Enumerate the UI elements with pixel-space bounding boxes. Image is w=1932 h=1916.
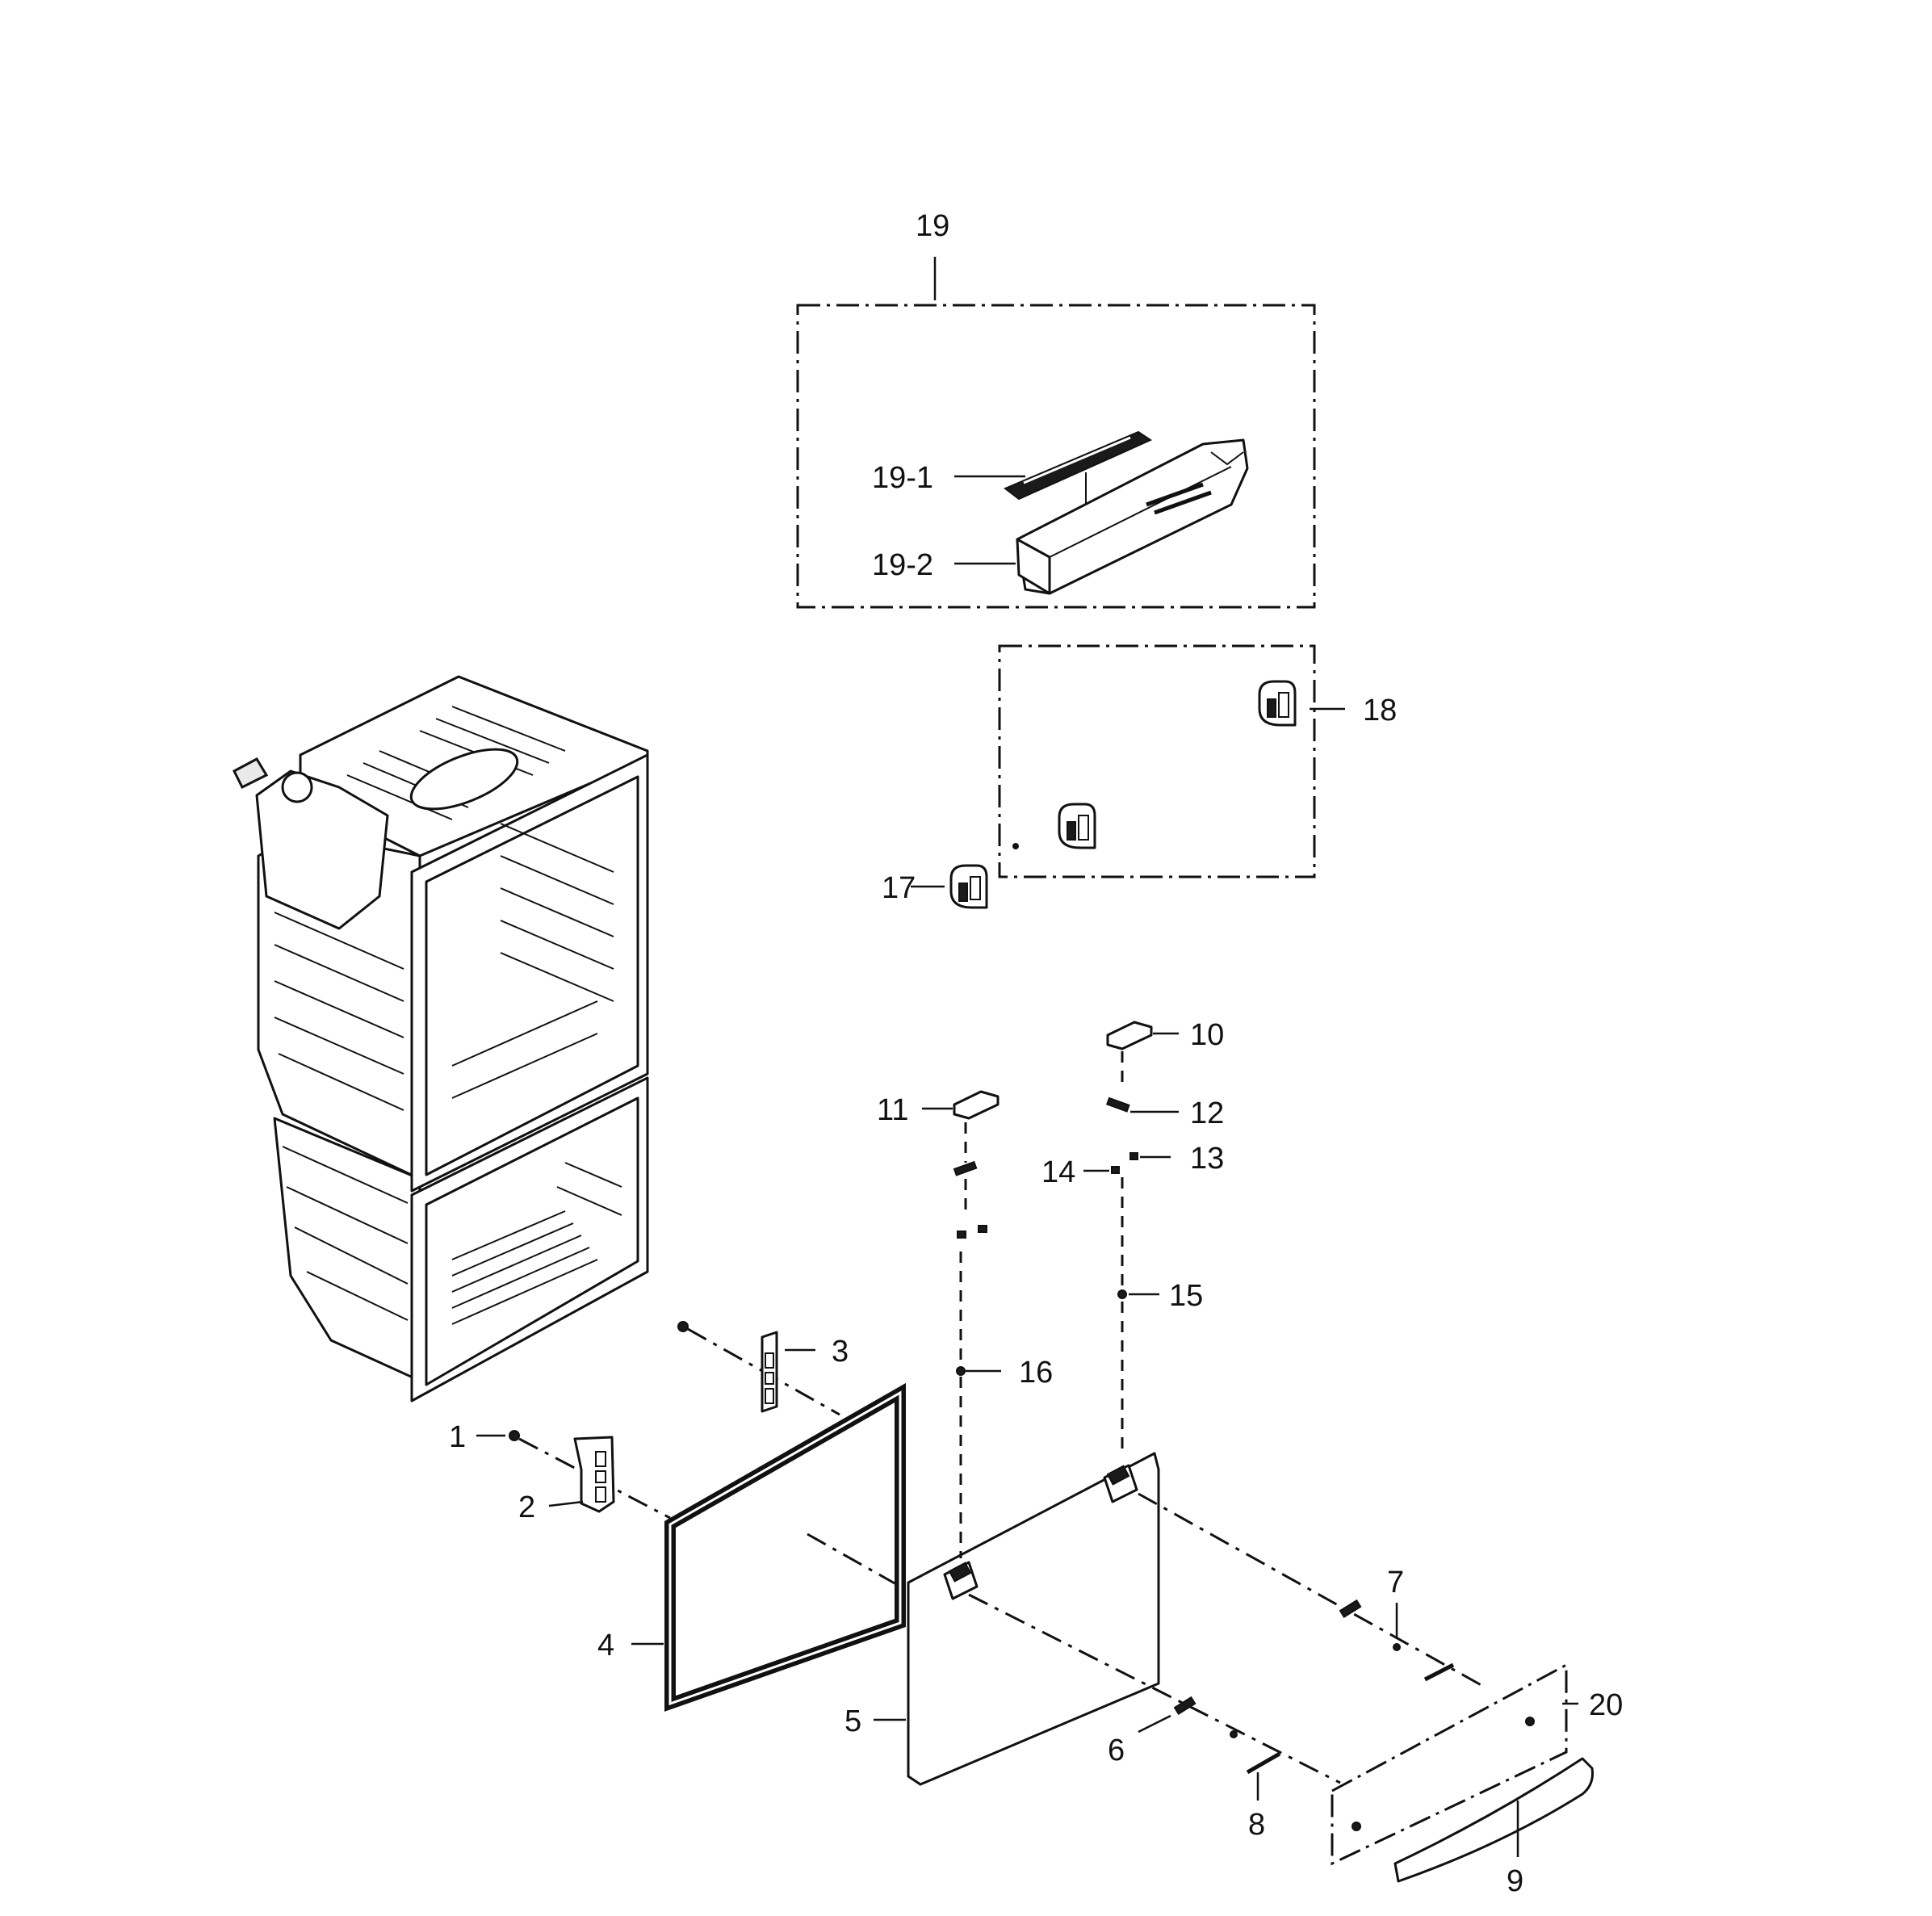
label-15: 15 xyxy=(1169,1279,1203,1313)
label-5: 5 xyxy=(844,1704,861,1738)
label-7: 7 xyxy=(1387,1566,1404,1599)
label-4: 4 xyxy=(597,1629,614,1662)
part-18-hinge-upper xyxy=(1258,680,1297,727)
assembly-18-box xyxy=(998,644,1316,878)
part-3-screw xyxy=(677,1321,689,1332)
label-13: 13 xyxy=(1190,1142,1224,1176)
part-2-hinge-bracket xyxy=(573,1436,615,1513)
label-9: 9 xyxy=(1507,1864,1523,1898)
label-12: 12 xyxy=(1190,1096,1224,1130)
label-2: 2 xyxy=(518,1490,535,1524)
label-16: 16 xyxy=(1019,1356,1053,1390)
part-10-cap xyxy=(1106,1021,1153,1050)
label-1: 1 xyxy=(449,1420,466,1454)
label-6: 6 xyxy=(1108,1734,1125,1767)
part-4-door-gasket xyxy=(664,1382,906,1712)
part-1-screw xyxy=(509,1430,520,1441)
part-19-1-cover xyxy=(1004,430,1153,533)
label-17: 17 xyxy=(882,871,916,905)
label-10: 10 xyxy=(1190,1018,1224,1052)
part-19-2-tray xyxy=(1016,438,1249,595)
part-18-hinge-lower xyxy=(1058,803,1096,849)
part-16-washer xyxy=(956,1366,966,1376)
part-20-handle-assembly-box xyxy=(1331,1662,1568,1866)
part-5-freezer-door xyxy=(907,1452,1160,1786)
part-15-washer xyxy=(1117,1289,1127,1299)
part-7-pin xyxy=(1339,1599,1362,1619)
label-3: 3 xyxy=(832,1335,849,1369)
part-3-hinge-bracket xyxy=(761,1331,778,1413)
part-14-washer xyxy=(1111,1166,1120,1174)
label-19-1: 19-1 xyxy=(872,461,933,495)
refrigerator-cabinet xyxy=(233,675,649,1402)
label-11: 11 xyxy=(877,1093,908,1127)
part-17-hinge xyxy=(949,864,988,909)
label-20: 20 xyxy=(1589,1688,1623,1722)
label-18: 18 xyxy=(1363,694,1397,727)
part-9-door-handle xyxy=(1393,1757,1594,1883)
part-12-hinge-pin xyxy=(1105,1096,1130,1113)
label-14: 14 xyxy=(1041,1155,1075,1189)
part-11-cap xyxy=(953,1090,1000,1120)
assembly-19-box xyxy=(796,304,1316,609)
part-13-washer xyxy=(1129,1152,1138,1160)
part-6-pin xyxy=(1173,1696,1196,1716)
label-8: 8 xyxy=(1248,1808,1265,1842)
label-19: 19 xyxy=(916,209,949,243)
part-8-spacer xyxy=(1246,1751,1281,1775)
label-19-2: 19-2 xyxy=(872,548,933,582)
